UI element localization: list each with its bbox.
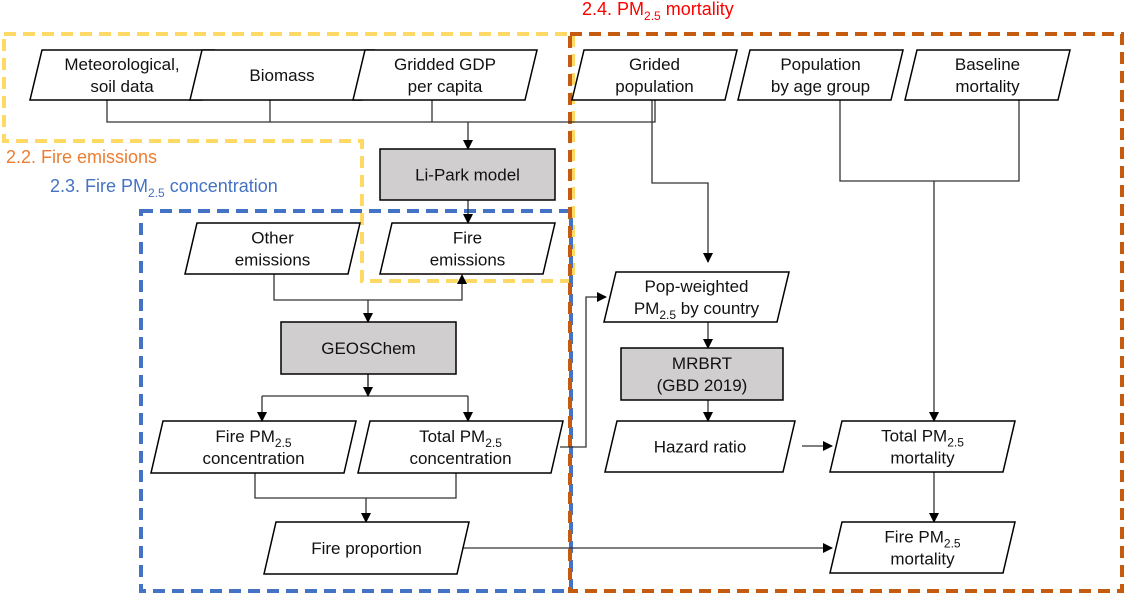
node-other-em: Other emissions	[184, 222, 361, 275]
node-label-line2: per capita	[408, 77, 483, 96]
node-label-line1: Fire PM2.5	[215, 427, 292, 450]
node-label-line2: mortality	[955, 77, 1020, 96]
node-label-line1: Grided	[629, 55, 680, 74]
edge-pop-popw	[651, 100, 713, 263]
node-label-line1: Meteorological,	[64, 55, 179, 74]
node-label-line1: Total PM2.5	[881, 427, 964, 450]
node-hazard: Hazard ratio	[604, 420, 796, 473]
process-box	[280, 321, 457, 375]
data-parallelogram	[357, 420, 564, 474]
node-label-line1: MRBRT	[672, 354, 732, 373]
node-label-line2: mortality	[890, 449, 955, 468]
node-label-line1: Fire PM2.5	[884, 528, 961, 551]
node-mrbrt: MRBRT (GBD 2019)	[620, 347, 784, 401]
node-label-line1: Li-Park model	[415, 166, 520, 185]
data-parallelogram	[603, 271, 790, 323]
node-label-line1: Fire proportion	[311, 539, 422, 558]
data-parallelogram	[263, 521, 470, 575]
node-fire-em: Fire emissions	[379, 222, 556, 275]
node-fire-prop: Fire proportion	[263, 521, 470, 575]
data-parallelogram	[150, 420, 357, 474]
node-label-line2: mortality	[890, 550, 955, 569]
data-parallelogram	[737, 49, 904, 101]
node-label-line2: (GBD 2019)	[657, 376, 748, 395]
node-lipark: Li-Park model	[379, 148, 556, 201]
node-label-line1: Pop-weighted	[645, 277, 749, 296]
node-label-line1: Hazard ratio	[654, 438, 747, 457]
emissions-section-title: 2.2. Fire emissions	[6, 147, 157, 167]
node-label-line1: Baseline	[955, 55, 1020, 74]
edge-pm-bus	[254, 473, 457, 499]
node-meteo: Meteorological, soil data	[29, 49, 215, 101]
edge-totalpm-popw	[560, 292, 607, 448]
node-label-line1: Fire	[453, 229, 482, 248]
node-label-line2: by age group	[771, 77, 870, 96]
edge-emissions-bus	[273, 274, 467, 301]
mortality-section-title: 2.4. PM2.5 mortality	[582, 0, 734, 23]
mortality-frame	[568, 32, 1124, 593]
node-biomass: Biomass	[189, 49, 375, 101]
emissions-frame	[2, 32, 575, 283]
edge-age-baseline-bus	[839, 100, 1020, 182]
node-label-line2: concentration	[202, 449, 304, 468]
node-label-line1: GEOSChem	[321, 339, 415, 358]
nodes: Meteorological, soil data Biomass Gridded G…	[29, 49, 1071, 575]
node-label-line2: soil data	[90, 77, 154, 96]
node-label-line1: Total PM2.5	[419, 427, 502, 450]
node-label-line2: PM2.5 by country	[634, 299, 760, 322]
node-label-line2: population	[615, 77, 693, 96]
node-pop: Grided population	[571, 49, 738, 101]
process-box	[379, 148, 556, 201]
node-label-line1: Biomass	[249, 66, 314, 85]
node-label-line2: concentration	[409, 449, 511, 468]
node-label-line1: Other	[251, 229, 294, 248]
data-parallelogram	[829, 420, 1016, 473]
node-gdp: Gridded GDP per capita	[352, 49, 538, 101]
data-parallelogram	[904, 49, 1071, 101]
data-parallelogram	[829, 521, 1016, 574]
node-geoschem: GEOSChem	[280, 321, 457, 375]
node-label-line2: emissions	[235, 251, 311, 270]
data-parallelogram	[571, 49, 738, 101]
node-age: Population by age group	[737, 49, 904, 101]
node-label-line1: Population	[780, 55, 860, 74]
node-baseline: Baseline mortality	[904, 49, 1071, 101]
data-parallelogram	[184, 222, 361, 275]
edge-inputs-bus	[106, 100, 656, 123]
data-parallelogram	[379, 222, 556, 275]
connectors	[106, 100, 1020, 553]
data-parallelogram	[604, 420, 796, 473]
node-label-line1: Gridded GDP	[394, 55, 496, 74]
data-parallelogram	[352, 49, 538, 101]
node-label-line2: emissions	[430, 251, 506, 270]
concentration-section-title: 2.3. Fire PM2.5 concentration	[50, 176, 278, 200]
process-box	[620, 347, 784, 401]
